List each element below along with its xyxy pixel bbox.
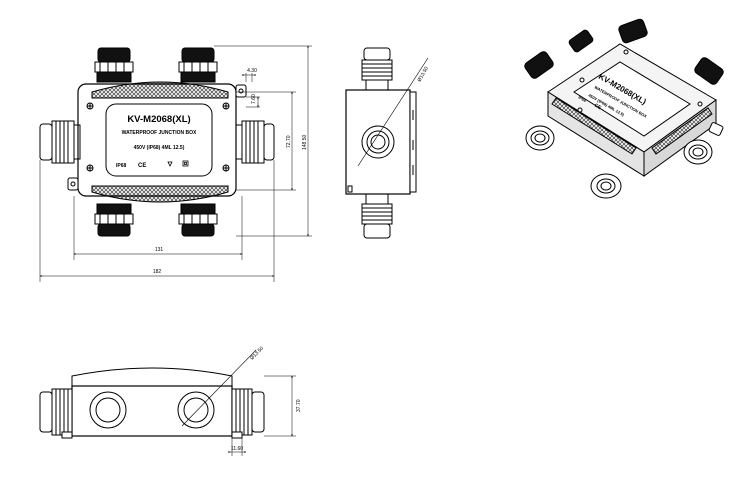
top-gland-right bbox=[178, 47, 218, 83]
iso-gland-right bbox=[694, 57, 724, 85]
iso-ip-badge: IP68 bbox=[578, 95, 588, 104]
iso-gland-side bbox=[683, 139, 713, 165]
iso-gland-left-back bbox=[568, 29, 594, 53]
side-view bbox=[345, 47, 429, 239]
ip-badge: IP68 bbox=[116, 163, 127, 169]
dim-mount-hole: 4.30 bbox=[247, 68, 257, 74]
screw-icon bbox=[86, 102, 230, 172]
subtitle-label: WATERPROOF JUNCTION BOX bbox=[122, 130, 197, 136]
model-label: KV-M2068(XL) bbox=[127, 114, 190, 125]
bottom-gland-left bbox=[94, 203, 134, 237]
bottom-gland-right bbox=[178, 203, 218, 237]
dim-inner-height: 72.70 bbox=[286, 135, 292, 148]
dim-front-foot: 11.60 bbox=[231, 446, 243, 452]
dim-front-diameter: Ø13.50 bbox=[249, 345, 265, 361]
isometric-view bbox=[524, 18, 724, 199]
top-view bbox=[39, 47, 275, 237]
iso-gland-front-left bbox=[525, 125, 555, 151]
dim-top-offset: 7.60 bbox=[251, 94, 257, 104]
left-gland bbox=[39, 120, 81, 164]
front-view-dimensions bbox=[227, 375, 296, 456]
iso-ce-mark: CE bbox=[593, 103, 603, 112]
iso-gland-front-right bbox=[590, 173, 622, 199]
ce-mark: CE bbox=[138, 163, 146, 169]
dim-front-height: 37.70 bbox=[296, 399, 302, 412]
iso-gland-top bbox=[618, 18, 648, 44]
dim-total-width: 182 bbox=[153, 269, 162, 275]
dim-total-height: 148.50 bbox=[302, 134, 308, 150]
dim-side-diameter: Ø13.50 bbox=[417, 66, 431, 83]
front-view bbox=[39, 349, 265, 439]
iso-gland-top-left bbox=[524, 51, 554, 79]
top-view-dimensions bbox=[39, 45, 312, 282]
top-gland-left bbox=[94, 47, 134, 83]
dim-inner-width: 131 bbox=[155, 247, 164, 253]
double-insulation-icon bbox=[182, 160, 189, 167]
right-gland bbox=[235, 120, 275, 164]
label-plate bbox=[105, 103, 213, 177]
top-view-body bbox=[77, 83, 237, 197]
recycle-icon bbox=[167, 161, 173, 167]
rating-label: 450V (IP68) 4ML 12.5) bbox=[134, 145, 185, 151]
